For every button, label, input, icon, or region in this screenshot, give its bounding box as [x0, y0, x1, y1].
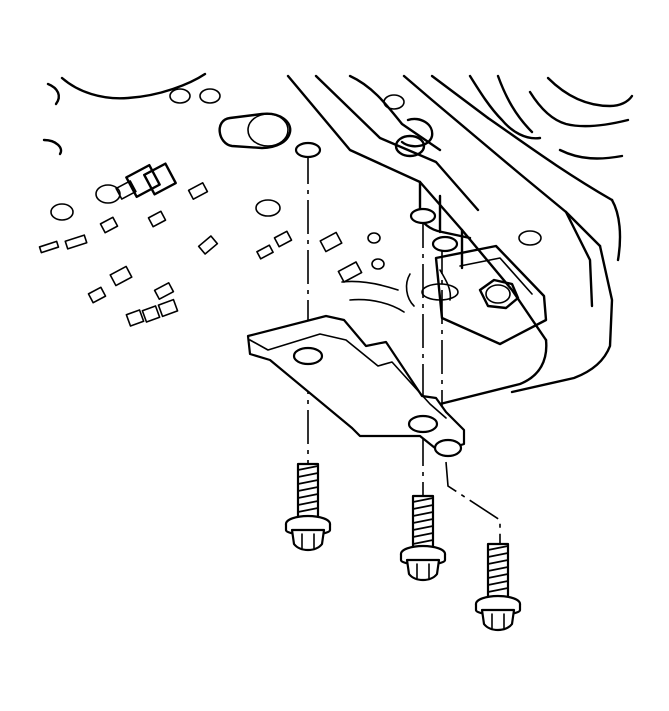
bracket-hole-3: [433, 438, 463, 458]
bolt-icon: [284, 462, 332, 552]
valve-body-casting-icon: [38, 72, 634, 406]
bolt-3-lower-alignment-line: [445, 461, 501, 545]
casting-hole-3: [431, 235, 459, 253]
bracket-hole-1: [292, 346, 324, 366]
casting-hole-1: [294, 141, 322, 159]
bracket-hole-2: [407, 414, 439, 434]
bolt-icon: [399, 494, 447, 582]
bolt-icon: [474, 542, 522, 632]
bracket-icon: [246, 314, 466, 458]
casting-hole-2: [409, 207, 437, 225]
